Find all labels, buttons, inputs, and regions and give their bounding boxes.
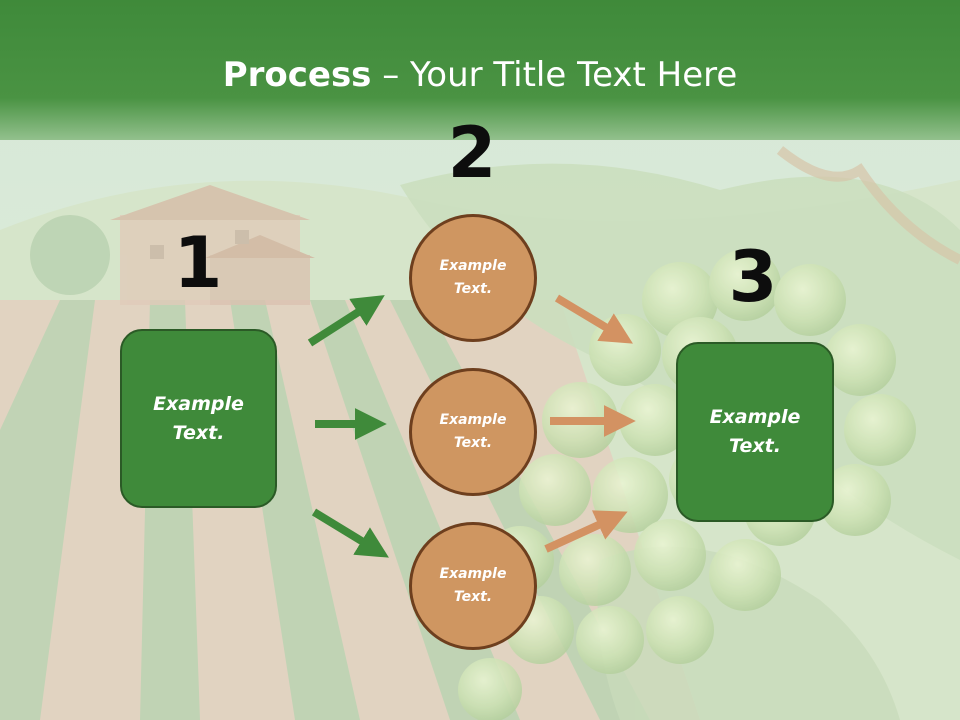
step-number-3: 3 [728, 236, 778, 318]
circle-bottom-line1: Example [439, 566, 507, 582]
slide-title[interactable]: Process – Your Title Text Here [0, 52, 960, 98]
arrow-green-up [307, 295, 385, 347]
step-3-line1: Example [709, 406, 801, 428]
step-2-circle-top[interactable]: Example Text. [409, 214, 537, 342]
title-bar [0, 0, 960, 140]
circle-top-text: Example Text. [440, 255, 507, 301]
title-rest: – Your Title Text Here [371, 55, 738, 95]
step-1-box[interactable]: Example Text. [120, 329, 277, 508]
arrow-orange-down [554, 294, 633, 344]
circle-bottom-text: Example Text. [440, 563, 507, 609]
circle-top-line2: Text. [453, 281, 493, 297]
arrow-orange-up [544, 510, 628, 553]
step-3-line2: Text. [729, 435, 781, 457]
circle-middle-line2: Text. [453, 435, 493, 451]
circle-middle-line1: Example [439, 412, 507, 428]
circle-top-line1: Example [439, 258, 507, 274]
step-3-box-text: Example Text. [710, 403, 801, 461]
step-2-circle-middle[interactable]: Example Text. [409, 368, 537, 496]
step-number-1: 1 [173, 222, 223, 304]
arrow-green-down [311, 508, 389, 558]
circle-bottom-line2: Text. [453, 589, 493, 605]
step-number-2: 2 [447, 112, 497, 194]
step-1-box-text: Example Text. [153, 390, 244, 448]
step-1-line2: Text. [172, 421, 225, 444]
title-bold: Process [222, 55, 372, 95]
step-3-box[interactable]: Example Text. [676, 342, 834, 522]
step-1-line1: Example [153, 392, 244, 415]
step-2-circle-bottom[interactable]: Example Text. [409, 522, 537, 650]
circle-middle-text: Example Text. [440, 409, 507, 455]
